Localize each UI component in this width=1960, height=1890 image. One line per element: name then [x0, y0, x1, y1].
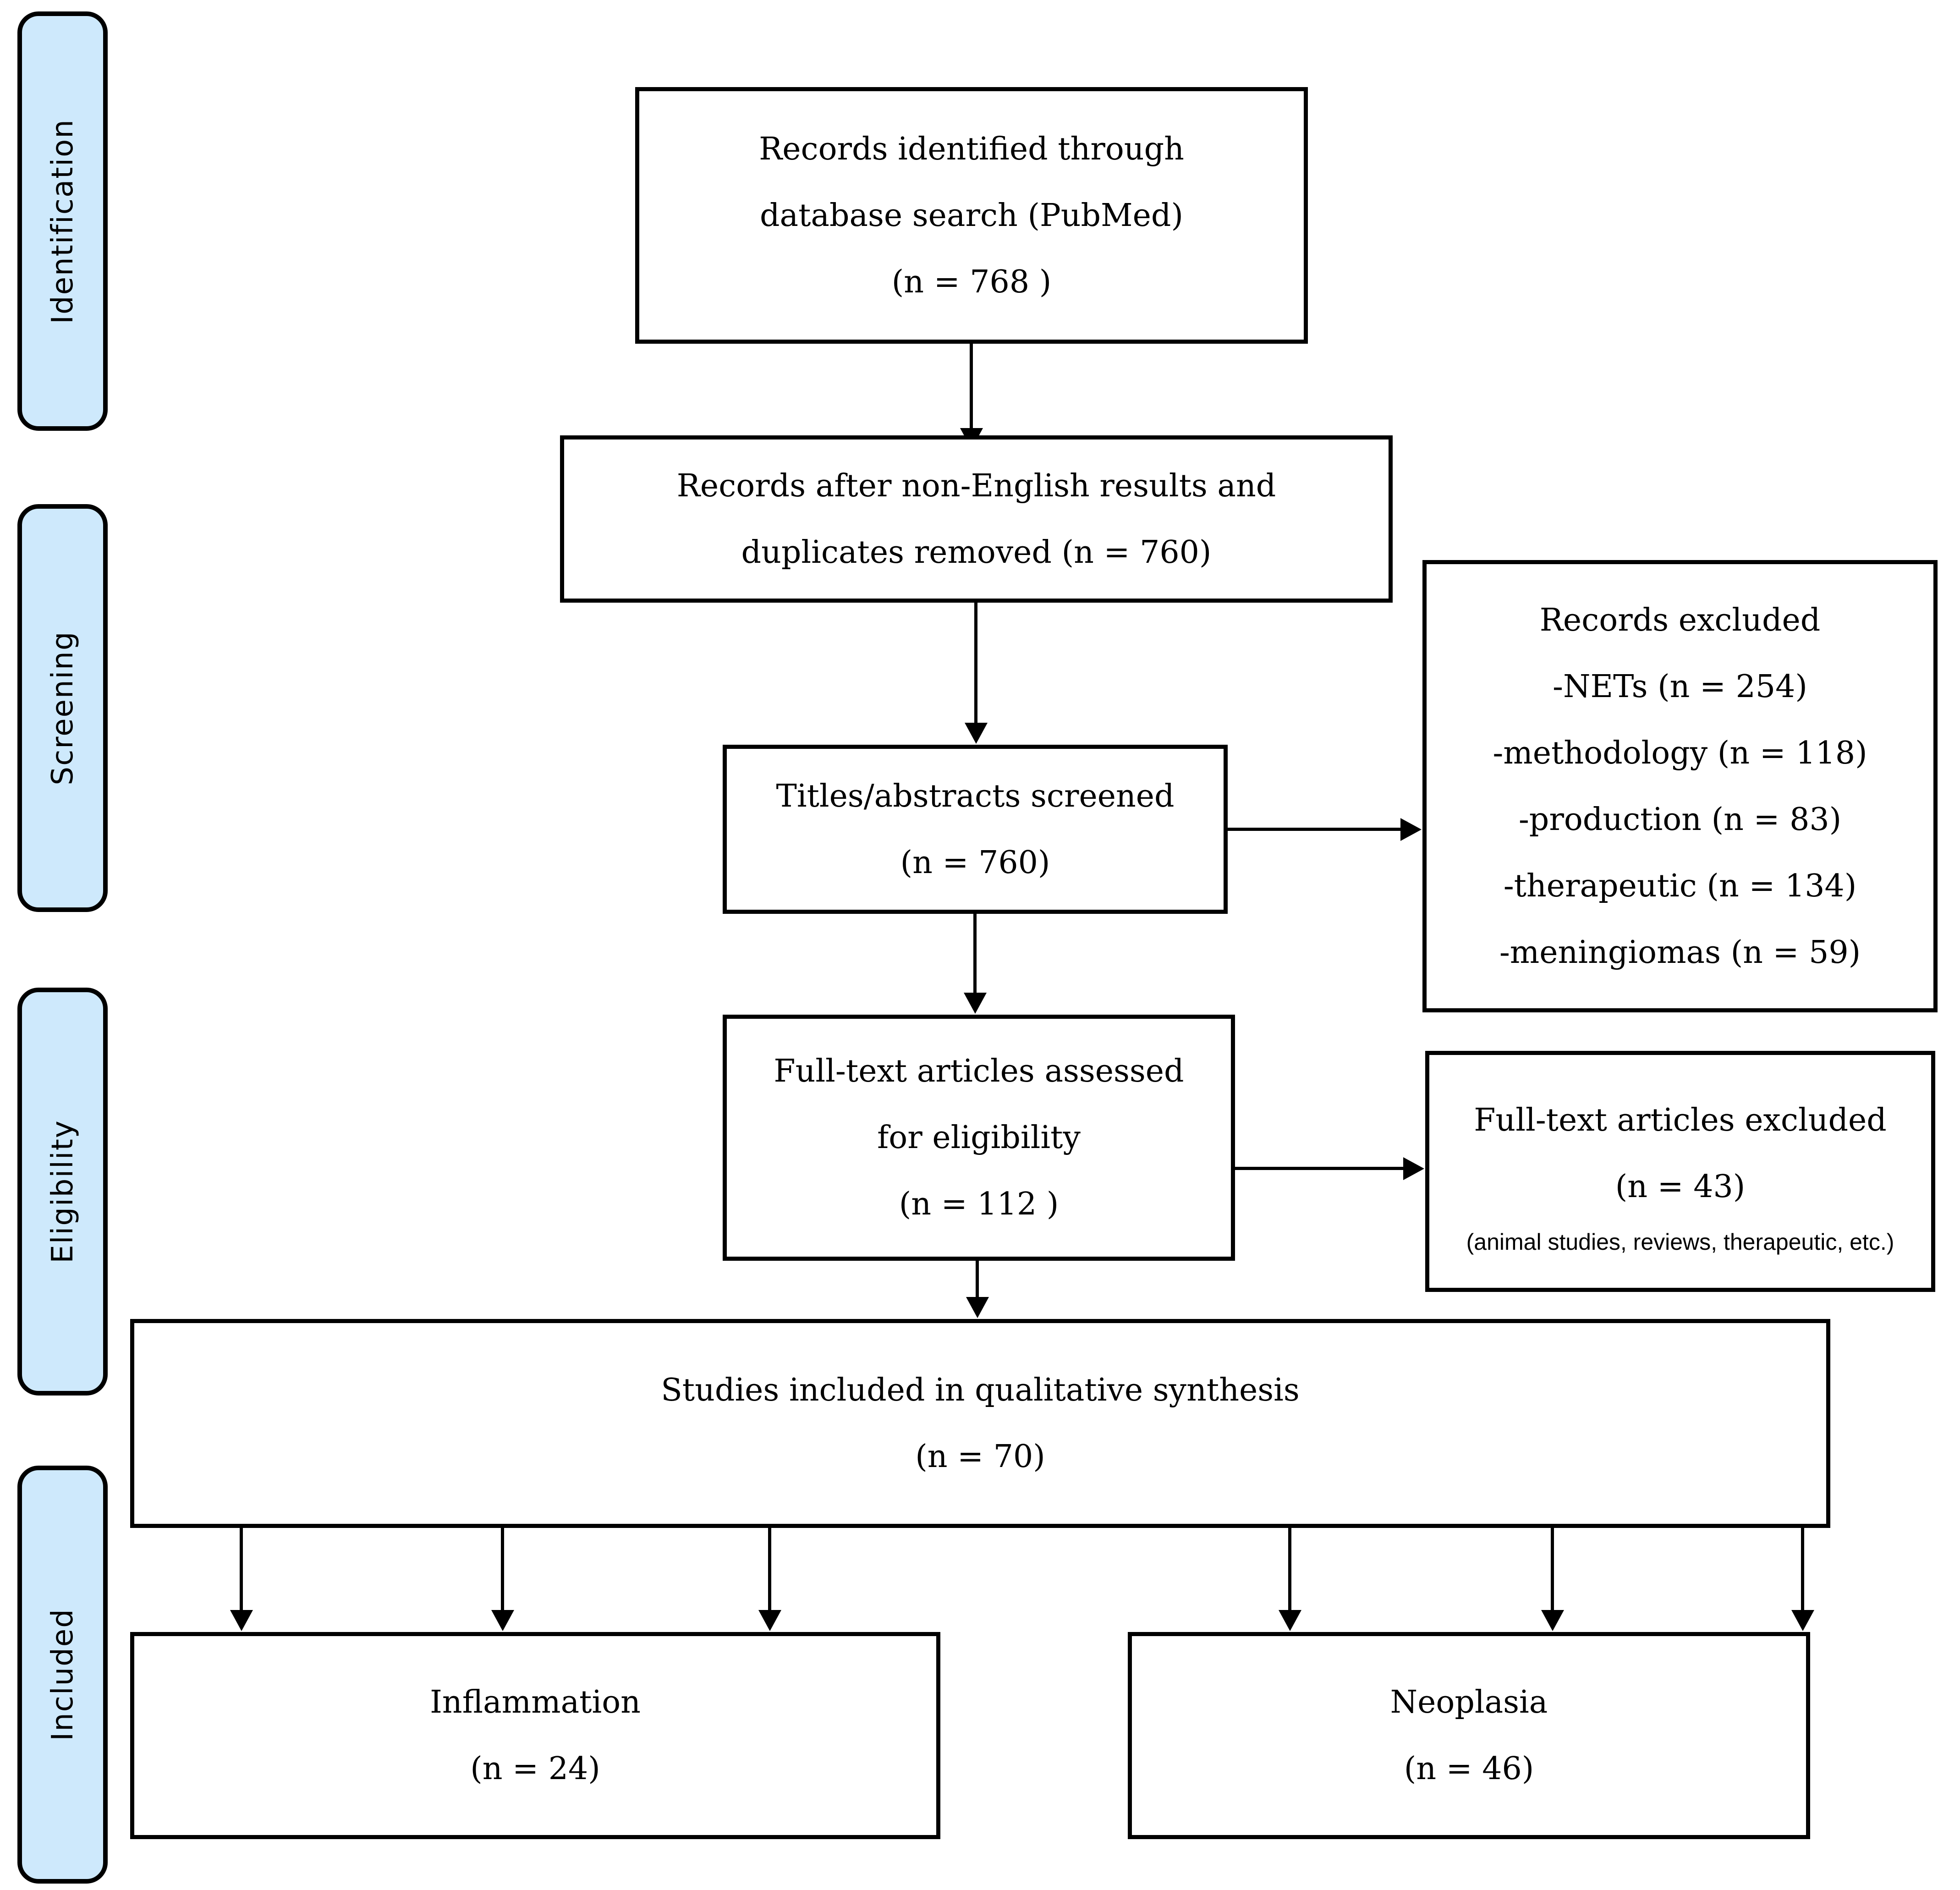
qualitative-synthesis-count: (n = 70): [915, 1439, 1045, 1475]
stage-included-label: Included: [45, 1608, 80, 1741]
arrow-qualitative-to-inflammation-1: [240, 1528, 243, 1611]
records-deduped-line-2: duplicates removed (n = 760): [741, 534, 1212, 571]
box-fulltext-excluded: Full-text articles excluded (n = 43) (an…: [1425, 1051, 1935, 1292]
box-qualitative-synthesis: Studies included in qualitative synthesi…: [130, 1319, 1830, 1528]
stage-included: Included: [17, 1466, 108, 1884]
arrow-qualitative-to-inflammation-3: [768, 1528, 771, 1611]
qualitative-synthesis-line-1: Studies included in qualitative synthesi…: [661, 1372, 1300, 1408]
arrow-qualitative-to-inflammation-2: [501, 1528, 504, 1611]
box-inflammation: Inflammation (n = 24): [130, 1632, 940, 1839]
titles-screened-count: (n = 760): [900, 844, 1050, 881]
titles-screened-line-1: Titles/abstracts screened: [776, 778, 1175, 814]
neoplasia-count: (n = 46): [1404, 1751, 1534, 1787]
stage-identification: Identification: [17, 11, 108, 431]
arrow-fulltext-to-excluded: [1235, 1167, 1404, 1170]
inflammation-count: (n = 24): [470, 1751, 600, 1787]
box-records-excluded: Records excluded -NETs (n = 254) -method…: [1422, 560, 1938, 1012]
records-identified-line-2: database search (PubMed): [760, 197, 1183, 234]
inflammation-title: Inflammation: [430, 1684, 641, 1720]
fulltext-assessed-line-2: for eligibility: [877, 1120, 1081, 1156]
fulltext-assessed-count: (n = 112 ): [899, 1186, 1059, 1222]
records-excluded-meningiomas: -meningiomas (n = 59): [1499, 934, 1861, 971]
arrow-qualitative-to-neoplasia-1: [1288, 1528, 1291, 1611]
records-identified-count: (n = 768 ): [891, 264, 1052, 300]
arrow-screened-to-excluded: [1228, 828, 1401, 831]
records-excluded-title: Records excluded: [1539, 602, 1821, 638]
arrow-identified-to-deduped: [970, 344, 973, 429]
stage-eligibility: Eligibility: [17, 988, 108, 1396]
stage-screening-label: Screening: [45, 631, 80, 786]
records-excluded-nets: -NETs (n = 254): [1553, 668, 1807, 705]
box-records-deduped: Records after non-English results and du…: [560, 435, 1393, 603]
box-neoplasia: Neoplasia (n = 46): [1128, 1632, 1810, 1839]
records-excluded-methodology: -methodology (n = 118): [1493, 735, 1867, 771]
fulltext-assessed-line-1: Full-text articles assessed: [774, 1053, 1184, 1089]
arrow-qualitative-to-neoplasia-2: [1551, 1528, 1554, 1611]
arrow-qualitative-to-neoplasia-3: [1801, 1528, 1804, 1611]
box-fulltext-assessed: Full-text articles assessed for eligibil…: [723, 1015, 1235, 1261]
fulltext-excluded-note: (animal studies, reviews, therapeutic, e…: [1466, 1229, 1894, 1255]
records-deduped-line-1: Records after non-English results and: [676, 467, 1276, 504]
box-records-identified: Records identified through database sear…: [635, 87, 1308, 344]
records-identified-line-1: Records identified through: [759, 131, 1184, 167]
fulltext-excluded-count: (n = 43): [1615, 1169, 1746, 1205]
box-titles-screened: Titles/abstracts screened (n = 760): [723, 745, 1228, 914]
stage-identification-label: Identification: [45, 118, 80, 324]
stage-screening: Screening: [17, 504, 108, 912]
arrow-screened-to-fulltext: [973, 914, 977, 994]
stage-eligibility-label: Eligibility: [45, 1120, 80, 1264]
records-excluded-production: -production (n = 83): [1518, 801, 1842, 838]
arrow-fulltext-to-qualitative: [976, 1261, 979, 1298]
neoplasia-title: Neoplasia: [1390, 1684, 1548, 1720]
records-excluded-therapeutic: -therapeutic (n = 134): [1503, 868, 1857, 904]
arrow-deduped-to-screened: [974, 603, 977, 724]
fulltext-excluded-line-1: Full-text articles excluded: [1474, 1102, 1887, 1138]
